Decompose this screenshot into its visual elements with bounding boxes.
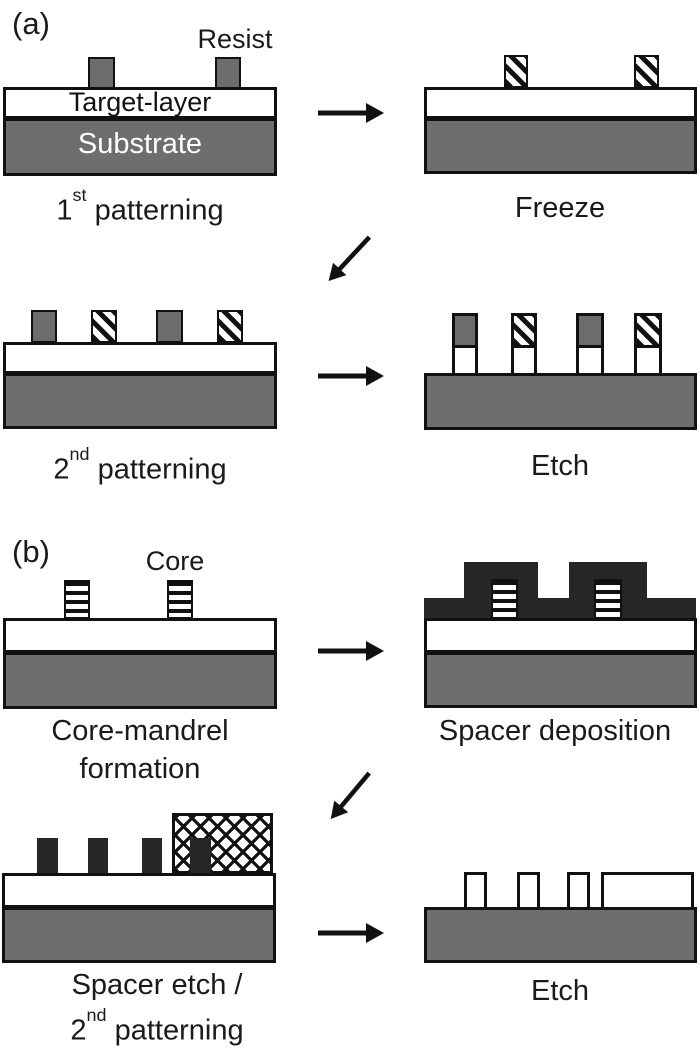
substrate-label: Substrate — [77, 128, 203, 160]
etched-wide-slab — [601, 872, 694, 910]
target-layer — [424, 618, 697, 653]
frozen-resist-bump — [91, 310, 117, 343]
core-bump — [594, 579, 622, 619]
frozen-resist-bump — [634, 55, 659, 88]
caption-core-mandrel-line2: formation — [79, 753, 201, 785]
spacer-pillar — [88, 838, 108, 873]
target-layer — [424, 87, 697, 119]
etched-line-pillar — [464, 872, 487, 910]
caption-freeze: Freeze — [514, 192, 606, 224]
frozen-resist-bump — [217, 310, 243, 343]
resist-bump — [31, 310, 57, 343]
substrate-layer — [424, 652, 697, 708]
caption-spacer-etch-line1: Spacer etch / — [71, 969, 243, 1001]
caption-spacer-etch-line2: 2nd patterning — [22, 1004, 292, 1050]
caption-etch-a: Etch — [530, 450, 590, 482]
arrow-right-icon — [318, 103, 384, 123]
core-bump — [491, 579, 518, 619]
resist-cap — [579, 316, 601, 348]
caption-1st-patterning: 1st patterning — [20, 184, 260, 230]
caption-2nd-sup: nd — [69, 443, 90, 464]
substrate-layer — [424, 373, 697, 430]
caption-b-2nd-sup: nd — [86, 1004, 107, 1025]
core-bump — [167, 580, 193, 619]
caption-core-mandrel: Core-mandrel formation — [10, 712, 270, 788]
etched-line-pillar — [567, 872, 590, 910]
substrate-layer — [3, 652, 277, 709]
resist-bump — [156, 310, 183, 343]
caption-2nd-num: 2 — [53, 453, 70, 486]
etched-pillar — [452, 313, 478, 376]
arrow-down-left-icon — [330, 771, 372, 819]
resist-bump — [88, 57, 115, 89]
arrow-down-left-icon — [328, 235, 372, 281]
etched-pillar — [634, 313, 662, 376]
resist-annotation: Resist — [197, 24, 273, 54]
substrate-layer — [424, 907, 697, 963]
caption-2nd-rest: patterning — [89, 453, 227, 486]
core-bump — [64, 580, 90, 619]
caption-1st-sup: st — [72, 184, 87, 205]
spacer-pillar — [190, 838, 211, 873]
arrow-right-icon — [318, 366, 384, 386]
spacer-pillar — [142, 838, 162, 873]
etched-line-pillar — [517, 872, 540, 910]
substrate-layer — [3, 373, 277, 429]
etched-pillar — [576, 313, 604, 376]
caption-1st-num: 1 — [56, 194, 73, 227]
frozen-resist-cap — [637, 316, 659, 348]
caption-core-mandrel-line1: Core-mandrel — [51, 715, 229, 747]
caption-b-2nd-rest: patterning — [106, 1014, 244, 1047]
caption-etch-b: Etch — [530, 975, 590, 1007]
target-layer — [3, 342, 277, 374]
frozen-resist-cap — [514, 316, 534, 348]
substrate-layer: Substrate — [3, 118, 277, 176]
target-layer-label: Target-layer — [68, 87, 212, 117]
resist-bump — [215, 57, 241, 89]
arrow-right-icon — [318, 641, 384, 661]
resist-cap — [455, 316, 475, 348]
panel-b-label: (b) — [12, 534, 50, 569]
spacer-pillar — [37, 838, 58, 873]
panel-a-label: (a) — [12, 6, 50, 41]
arrow-right-icon — [318, 923, 384, 943]
substrate-layer — [424, 118, 697, 174]
caption-spacer-deposition: Spacer deposition — [438, 715, 672, 747]
target-layer — [3, 618, 277, 653]
frozen-resist-bump — [504, 55, 528, 88]
caption-1st-rest: patterning — [86, 194, 224, 227]
caption-b-2nd-num: 2 — [70, 1014, 87, 1047]
crosshatch-resist-block — [172, 813, 273, 874]
etched-pillar — [511, 313, 537, 376]
target-layer — [2, 873, 276, 908]
substrate-layer — [2, 907, 276, 963]
caption-spacer-etch: Spacer etch / 2nd patterning — [22, 966, 292, 1050]
target-layer: Target-layer — [3, 87, 277, 119]
core-annotation: Core — [145, 546, 205, 576]
caption-2nd-patterning: 2nd patterning — [20, 443, 260, 489]
